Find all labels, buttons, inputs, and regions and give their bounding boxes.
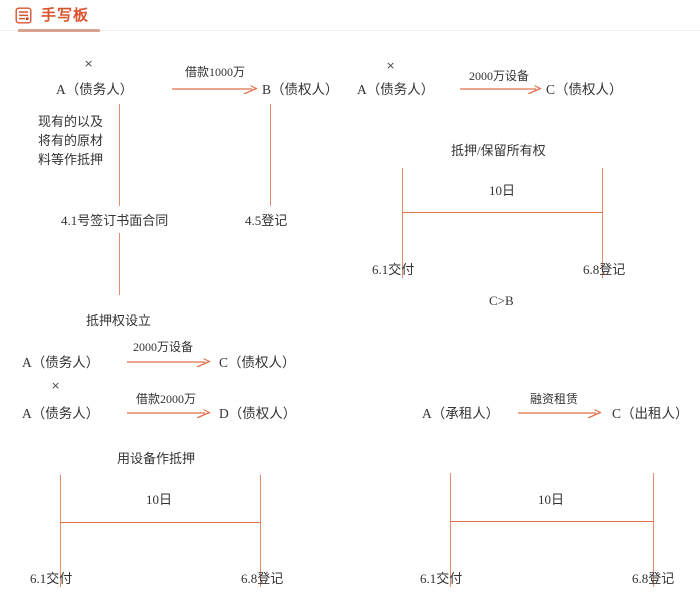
transfer-arrow — [460, 84, 542, 94]
arrow-label: 2000万设备 — [469, 69, 530, 83]
bracket-label: 抵押/保留所有权 — [451, 143, 546, 158]
conclusion-connector-line — [119, 233, 120, 295]
row2-right-party-label: D（债权人） — [219, 406, 297, 421]
right-timeline-label: 6.8登记 — [632, 571, 675, 586]
left-timeline-line — [119, 104, 120, 206]
side-note-label: 现有的以及将有的原材料等作抵押 — [38, 114, 104, 167]
duration-label: 10日 — [146, 492, 173, 507]
row2-transfer-arrow — [127, 408, 211, 418]
left-timeline-label: 6.1交付 — [420, 571, 463, 586]
right-party-label: C（出租人） — [612, 406, 689, 421]
left-party-label: A（承租人） — [422, 406, 500, 421]
duration-label: 10日 — [538, 492, 565, 507]
x-mark: × — [386, 59, 396, 72]
left-timeline-label: 6.1交付 — [372, 262, 415, 277]
transfer-arrow — [518, 408, 602, 418]
right-timeline-label: 6.8登记 — [583, 262, 626, 277]
duration-bar — [450, 521, 654, 522]
duration-bar — [60, 522, 261, 523]
row2-left-party-label: A（债务人） — [22, 406, 100, 421]
conclusion-label: C>B — [489, 293, 514, 308]
note-list-icon — [15, 7, 32, 24]
conclusion-label: 抵押权设立 — [86, 313, 152, 328]
handwriting-canvas[interactable]: × A（债务人） B（债权人） 借款1000万 现有的以及将有的原材料等作抵押 … — [0, 31, 700, 597]
bracket-label: 用设备作抵押 — [117, 451, 196, 466]
duration-label: 10日 — [489, 183, 516, 198]
row1-right-party-label: C（债权人） — [219, 355, 296, 370]
right-timeline-line — [270, 104, 271, 206]
right-party-label: B（债权人） — [262, 82, 339, 97]
row1-transfer-arrow — [127, 357, 211, 367]
x-mark: × — [84, 57, 94, 70]
right-timeline-line — [602, 168, 603, 278]
left-timeline-line — [402, 168, 403, 278]
right-timeline-line — [653, 473, 654, 587]
app-header: 手写板 — [0, 0, 700, 32]
right-timeline-label: 6.8登记 — [241, 571, 284, 586]
left-timeline-label: 4.1号签订书面合同 — [61, 213, 169, 228]
left-timeline-line — [60, 475, 61, 587]
right-timeline-label: 4.5登记 — [245, 213, 288, 228]
row2-arrow-label: 借款2000万 — [136, 392, 197, 406]
right-timeline-line — [260, 475, 261, 587]
header-active-underline — [18, 29, 100, 32]
arrow-label: 借款1000万 — [185, 65, 246, 79]
right-party-label: C（债权人） — [546, 82, 623, 97]
x-mark: × — [51, 379, 61, 392]
duration-bar — [402, 212, 603, 213]
row1-left-party-label: A（债务人） — [22, 355, 100, 370]
row1-arrow-label: 2000万设备 — [133, 340, 194, 354]
left-timeline-line — [450, 473, 451, 587]
transfer-arrow — [172, 84, 258, 94]
left-party-label: A（债务人） — [56, 82, 134, 97]
page-title: 手写板 — [41, 6, 90, 24]
arrow-label: 融资租赁 — [530, 392, 579, 406]
header-divider — [0, 30, 700, 31]
left-party-label: A（债务人） — [357, 82, 435, 97]
left-timeline-label: 6.1交付 — [30, 571, 73, 586]
